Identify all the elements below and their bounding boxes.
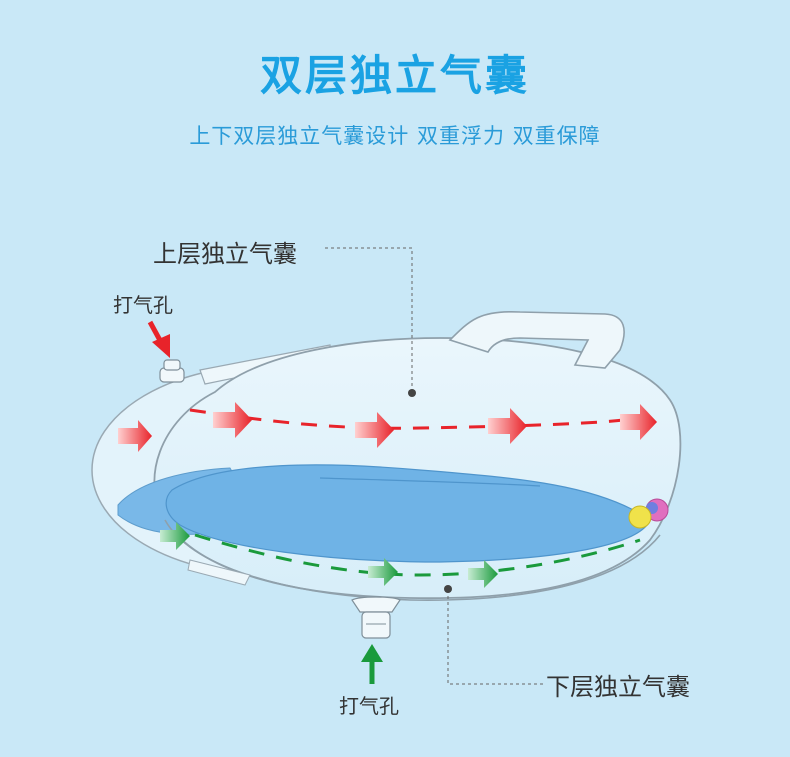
arrow-icon	[368, 558, 398, 586]
arrow-icon	[160, 522, 190, 550]
upper-callout-line	[325, 247, 413, 392]
upper-flow-line	[189, 408, 641, 430]
lower-callout-dot	[444, 585, 452, 593]
seat	[165, 464, 651, 563]
arrow-icon	[468, 560, 498, 588]
bottom-valve-icon	[351, 596, 401, 639]
lower-chamber-label: 下层独立气囊	[546, 673, 690, 701]
arrow-icon	[213, 402, 252, 438]
lower-flow-line	[194, 533, 641, 577]
upper-flow-arrows	[118, 402, 657, 452]
arrow-icon	[355, 412, 394, 448]
arrow-icon	[488, 408, 527, 444]
upper-callout-dot	[408, 389, 416, 397]
bottom-valve-label: 打气孔	[339, 694, 399, 718]
arrow-icon	[118, 420, 152, 452]
lower-flow-arrows	[160, 522, 498, 588]
upper-chamber-label: 上层独立气囊	[153, 240, 297, 268]
ball-yellow	[628, 505, 652, 529]
lower-callout-line	[447, 590, 545, 685]
handle	[448, 310, 625, 369]
lower-ring	[164, 519, 661, 601]
bottom-valve-pointer-icon	[361, 644, 383, 684]
seat-seam	[319, 477, 541, 487]
top-valve-label: 打气孔	[113, 293, 173, 317]
bottom-strap	[187, 559, 251, 586]
top-valve-pointer-icon	[147, 320, 170, 358]
page-title: 双层独立气囊	[259, 51, 530, 100]
top-valve-icon	[159, 359, 185, 383]
page-subtitle: 上下双层独立气囊设计 双重浮力 双重保障	[189, 124, 601, 148]
arrow-icon	[620, 404, 657, 440]
